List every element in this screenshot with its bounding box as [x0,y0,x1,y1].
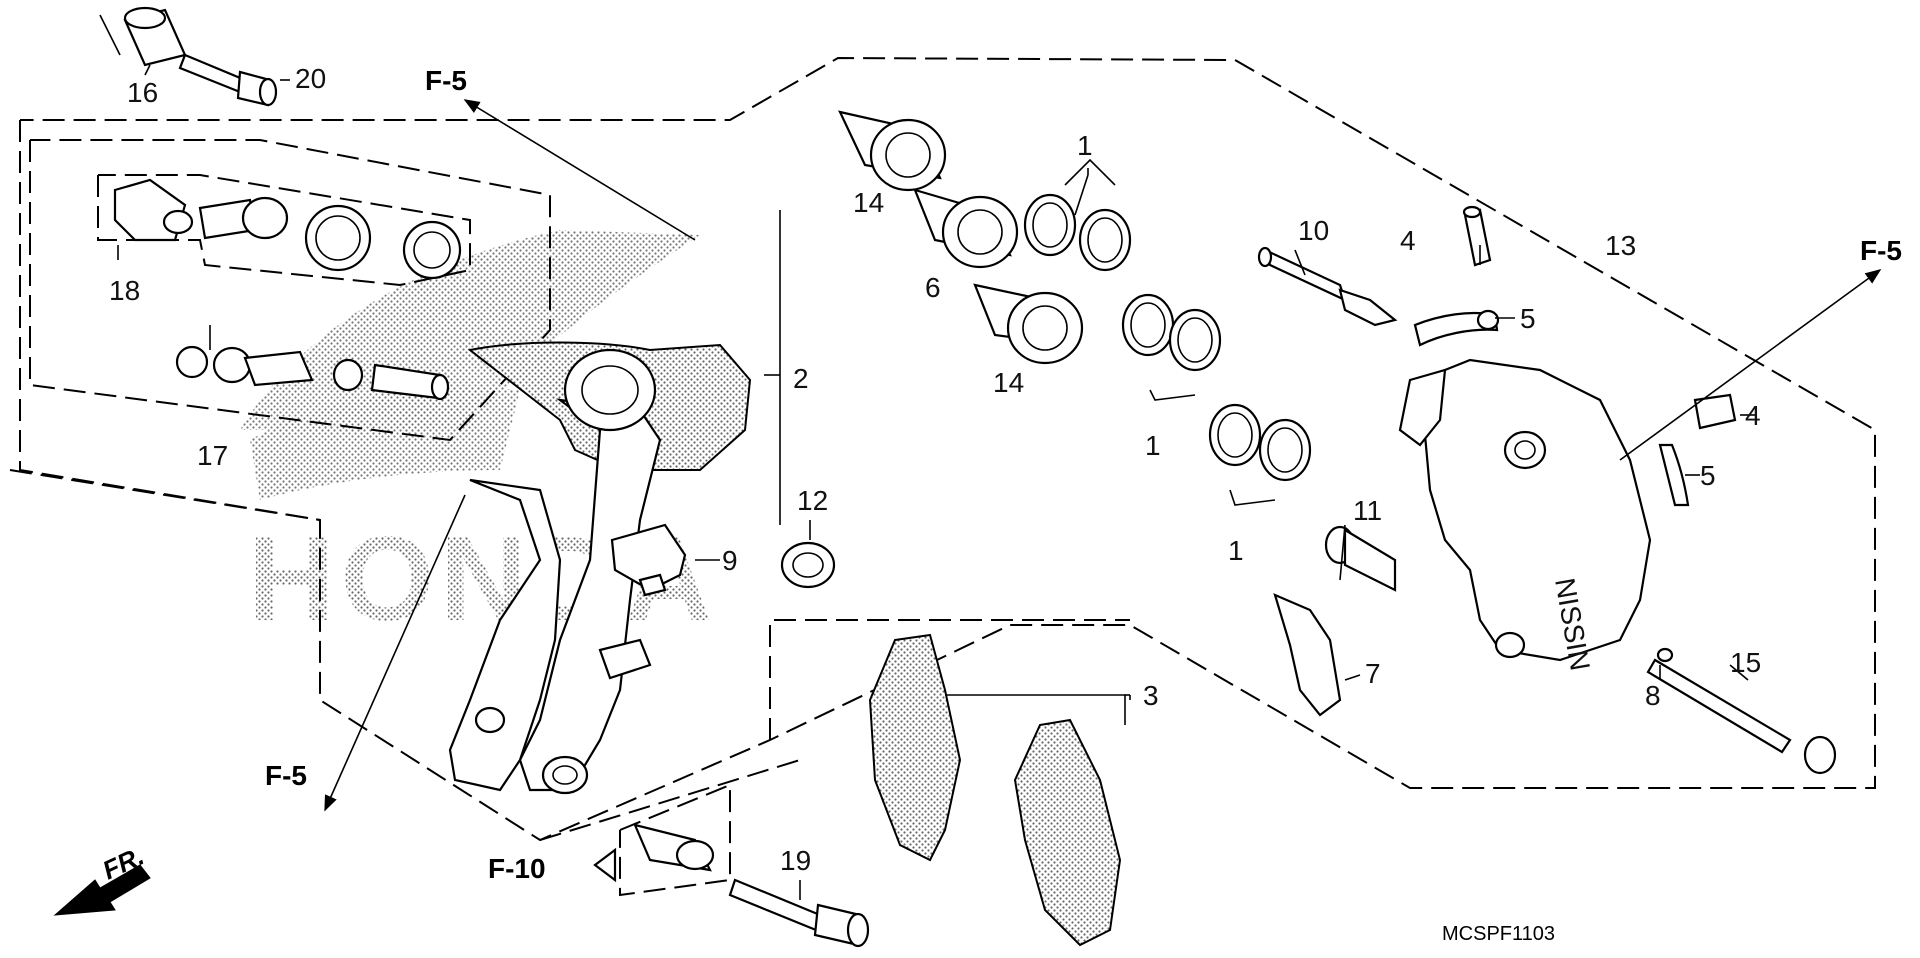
callout-17: 17 [197,440,228,471]
seal-kit-18 [113,178,462,280]
callout-20: 20 [295,63,326,94]
callout-1c: 1 [1228,535,1244,566]
group-outlines [9,56,1876,897]
bolt-19 [728,878,870,948]
callout-11: 11 [1353,495,1382,526]
front-direction-indicator: FR. [53,841,151,916]
callout-1b: 1 [1145,430,1161,461]
piston-kit-17 [175,345,450,401]
callout-4b: 4 [1745,400,1761,431]
callout-16: 16 [127,77,158,108]
plug-12 [780,541,836,589]
sleeve [633,823,715,872]
bleeder-cap-5-top [1413,309,1500,347]
bolt-11 [1324,525,1397,592]
pin-10 [1257,246,1398,327]
caliper-bracket [448,341,752,795]
brake-pads-3 [868,633,1122,947]
ref-f5-bottom: F-5 [265,760,307,791]
callout-8: 8 [1645,680,1661,711]
callout-9: 9 [722,545,738,576]
bleeder-cap-5-right [1658,443,1690,507]
diagram-code: MCSPF1103 [1442,923,1555,945]
callout-5b: 5 [1700,460,1716,491]
piston-seals-1 [1023,193,1312,482]
callout-14a: 14 [853,187,884,218]
bleeder-valve-4-right [1693,393,1737,430]
callout-18: 18 [109,275,140,306]
ref-f5-top: F-5 [425,65,467,96]
reference-arrows [324,99,1882,883]
pistons [838,110,1084,365]
callout-15: 15 [1730,647,1761,678]
callout-4a: 4 [1400,225,1416,256]
callout-19: 19 [780,845,811,876]
callout-10: 10 [1298,215,1329,246]
ref-f5-right: F-5 [1860,235,1902,266]
callout-3: 3 [1143,680,1159,711]
leader-lines [117,64,1755,900]
callout-7: 7 [1365,658,1381,689]
callout-14b: 14 [993,367,1024,398]
callout-13: 13 [1605,230,1636,261]
bolt-20 [178,53,278,107]
callouts: 1 1 1 2 3 4 4 5 5 6 7 8 9 10 11 12 13 14… [109,63,1761,876]
callout-2: 2 [793,363,809,394]
callout-5a: 5 [1520,303,1536,334]
pad-pin-15 [1646,658,1837,775]
callout-6: 6 [925,272,941,303]
pad-spring-9 [610,523,687,597]
collar-16 [99,6,187,67]
bleeder-valve-4-top [1462,205,1492,267]
callout-1a: 1 [1077,130,1093,161]
callout-12: 12 [797,485,828,516]
ref-f10: F-10 [488,853,546,884]
caliper-body-13: NISSIN [1398,358,1652,673]
pad-spring-7 [1273,593,1342,717]
clip-8 [1656,647,1674,663]
reference-labels: F-5 F-5 F-5 F-10 [265,65,1902,884]
